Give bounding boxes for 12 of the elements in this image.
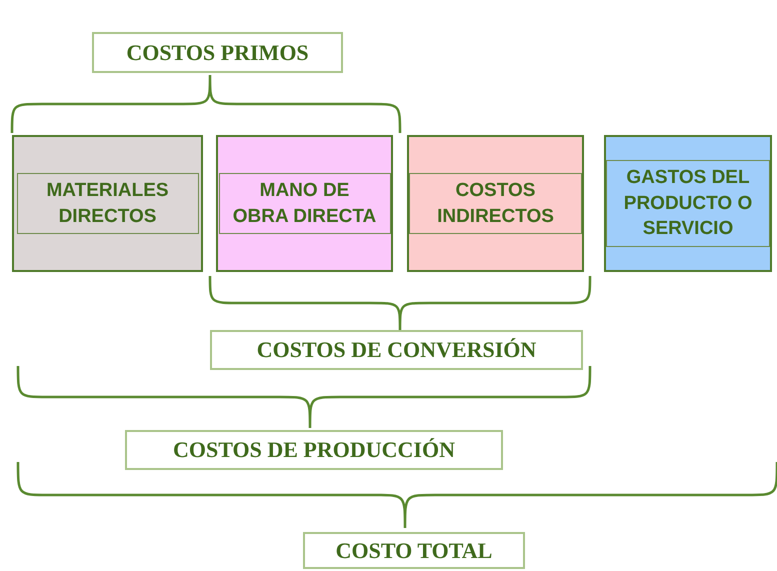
- cost-category-text: MATERIALES DIRECTOS: [16, 172, 198, 234]
- cost-box: [216, 135, 393, 272]
- group-label: COSTOS DE CONVERSIÓN: [210, 330, 583, 370]
- group-label: COSTO TOTAL: [303, 532, 525, 569]
- cost-category-text: MANO DE OBRA DIRECTA: [218, 172, 390, 234]
- group-label: COSTOS PRIMOS: [92, 32, 343, 73]
- cost-category-text: GASTOS DEL PRODUCTO O SERVICIO: [606, 160, 770, 247]
- cost-box: [604, 135, 772, 272]
- cost-category-text: COSTOS INDIRECTOS: [409, 172, 582, 234]
- cost-box: [12, 135, 203, 272]
- group-label: COSTOS DE PRODUCCIÓN: [125, 430, 503, 470]
- cost-box: [407, 135, 584, 272]
